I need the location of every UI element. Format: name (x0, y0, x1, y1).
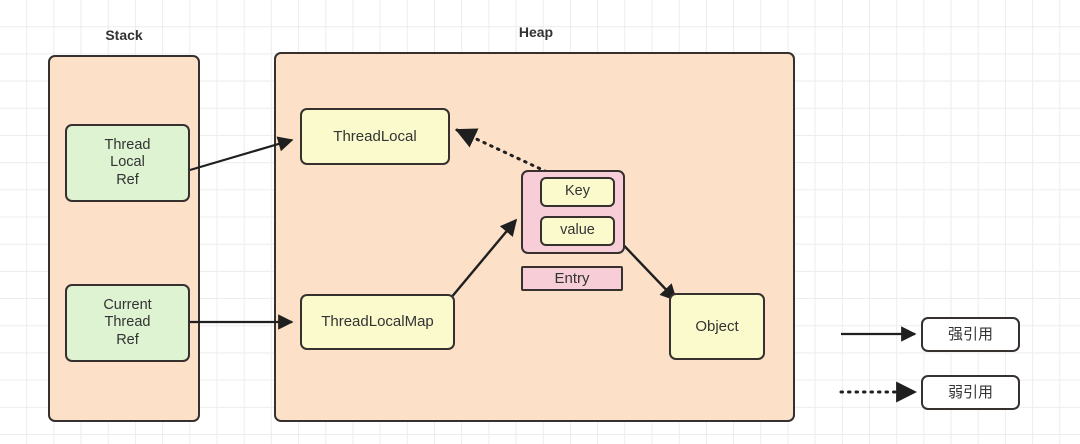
entry-key-node[interactable]: Key (540, 177, 615, 207)
thread-local-ref-node[interactable]: Thread Local Ref (65, 124, 190, 202)
stack-title: Stack (105, 27, 143, 43)
legend-weak-reference[interactable]: 弱引用 (921, 375, 1020, 410)
stack-region (48, 55, 200, 422)
legend-strong-reference[interactable]: 强引用 (921, 317, 1020, 352)
thread-local-map-node[interactable]: ThreadLocalMap (300, 294, 455, 350)
object-node[interactable]: Object (669, 293, 765, 360)
entry-label-node[interactable]: Entry (521, 266, 623, 291)
entry-value-node[interactable]: value (540, 216, 615, 246)
heap-title: Heap (518, 24, 554, 40)
thread-local-node[interactable]: ThreadLocal (300, 108, 450, 165)
current-thread-ref-node[interactable]: Current Thread Ref (65, 284, 190, 362)
